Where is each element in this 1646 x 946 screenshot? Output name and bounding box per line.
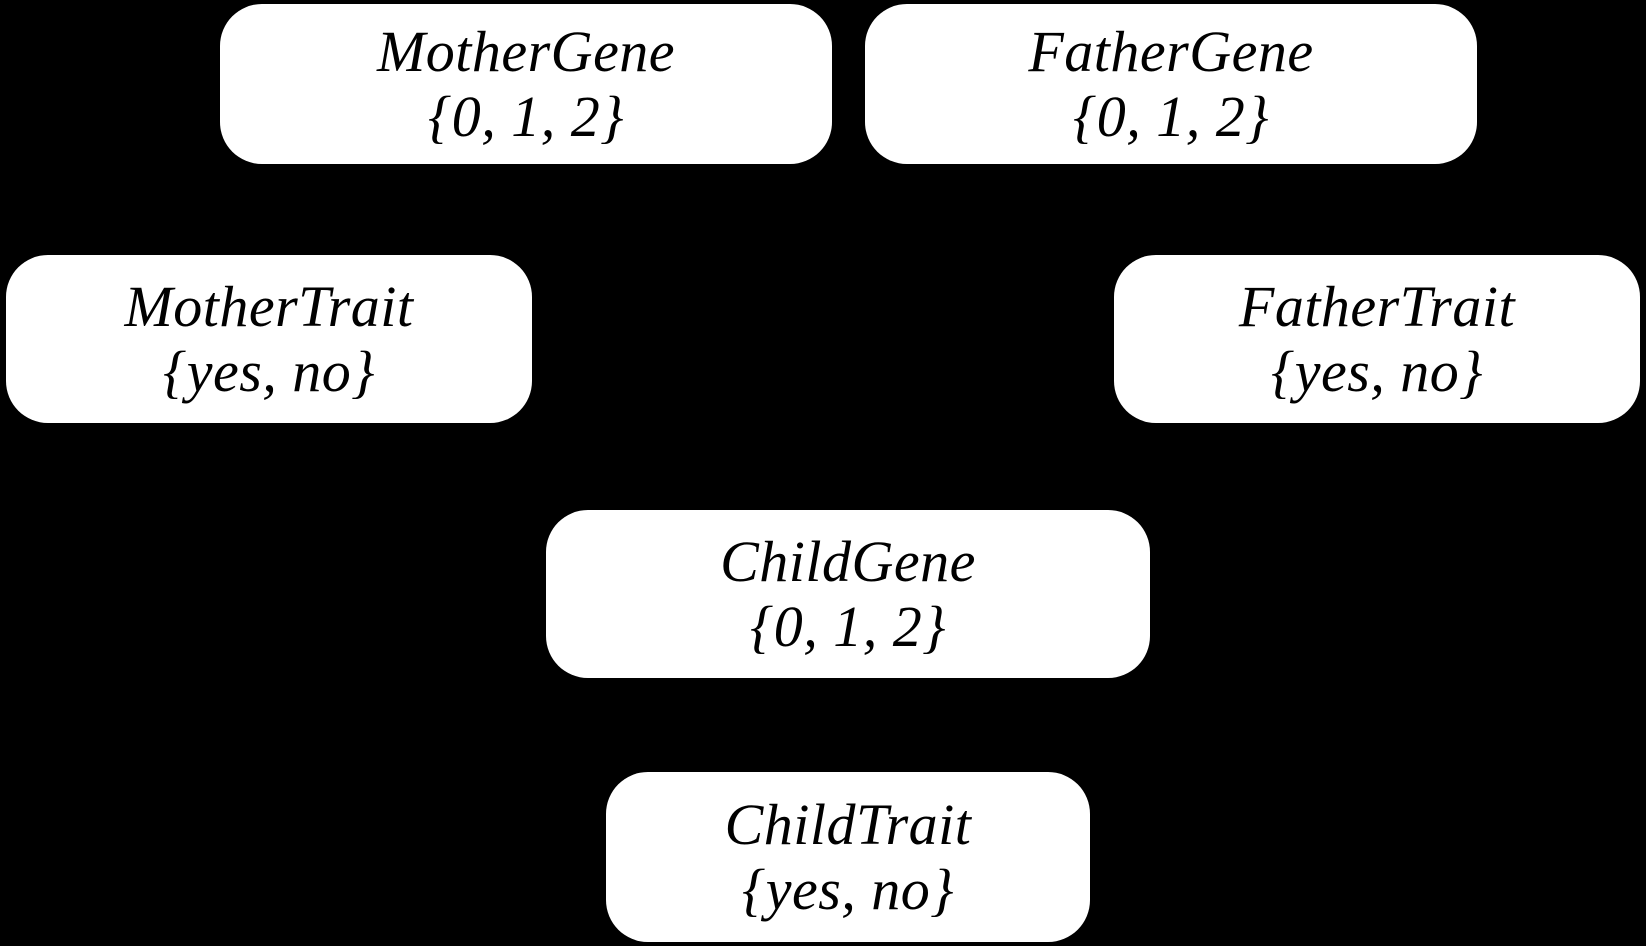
node-child-gene[interactable]: ChildGene {0, 1, 2} [546,510,1150,678]
node-child-trait-domain: {yes, no} [742,857,954,922]
node-mother-gene[interactable]: MotherGene {0, 1, 2} [220,4,832,164]
node-father-gene[interactable]: FatherGene {0, 1, 2} [865,4,1477,164]
node-father-trait-label: FatherTrait [1238,273,1516,339]
node-child-trait[interactable]: ChildTrait {yes, no} [606,772,1090,942]
node-mother-trait[interactable]: MotherTrait {yes, no} [6,255,532,423]
node-mother-gene-label: MotherGene [376,18,676,84]
node-child-trait-label: ChildTrait [724,791,972,857]
node-father-trait-domain: {yes, no} [1271,339,1483,404]
node-father-gene-label: FatherGene [1028,18,1314,84]
node-father-trait[interactable]: FatherTrait {yes, no} [1114,255,1640,423]
node-mother-trait-domain: {yes, no} [163,339,375,404]
node-mother-trait-label: MotherTrait [124,273,414,339]
node-child-gene-label: ChildGene [720,528,976,594]
node-father-gene-domain: {0, 1, 2} [1073,84,1269,149]
node-child-gene-domain: {0, 1, 2} [750,594,946,659]
node-mother-gene-domain: {0, 1, 2} [428,84,624,149]
